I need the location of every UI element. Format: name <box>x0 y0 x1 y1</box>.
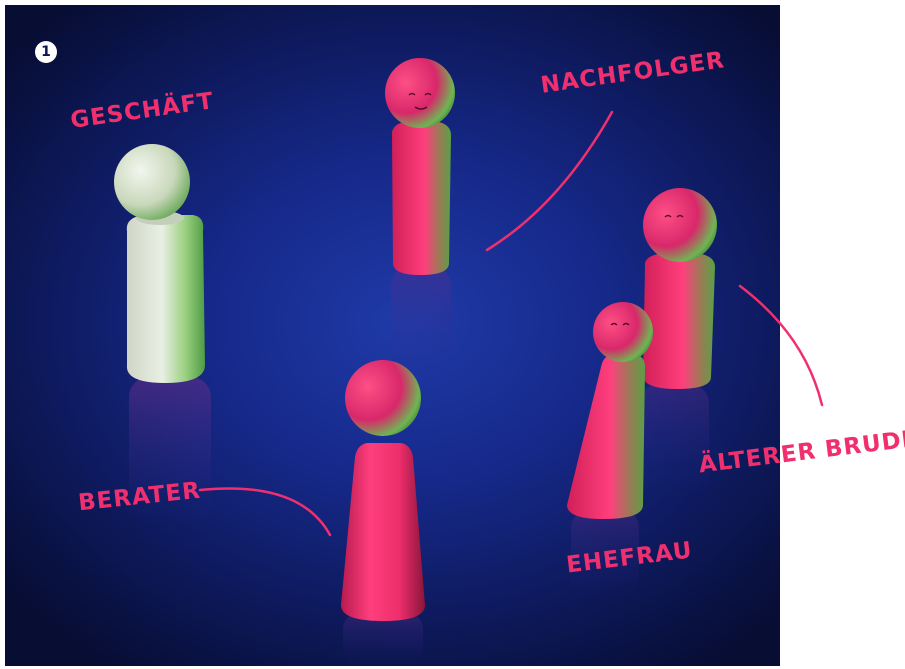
figure-berater <box>341 360 425 621</box>
figure-ehefrau <box>567 302 653 519</box>
figure-nachfolger <box>385 58 455 275</box>
figure-geschaeft <box>114 144 205 383</box>
figure-aelterer-bruder <box>643 188 717 389</box>
step-number-badge: 1 <box>35 41 57 63</box>
